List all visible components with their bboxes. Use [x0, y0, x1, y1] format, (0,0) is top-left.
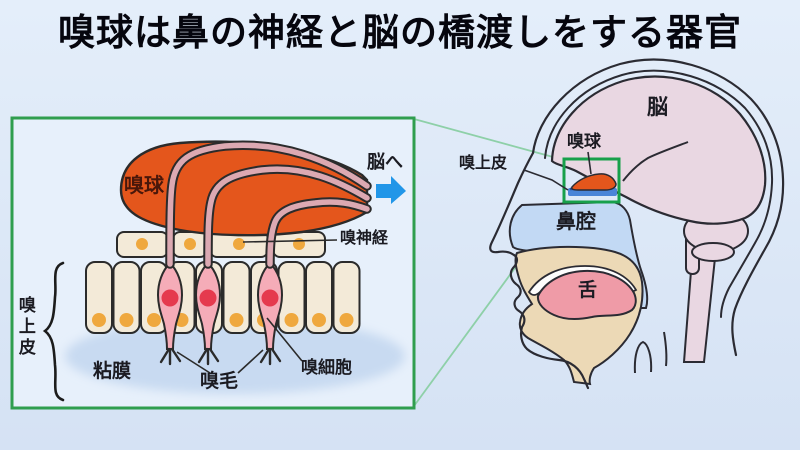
olfactory-epithelium-head-label: 嗅上皮	[459, 155, 508, 172]
cilia-pointer-lines	[176, 349, 264, 374]
olfactory-bulb-head-label: 嗅球	[567, 132, 601, 151]
olfactory-cell-label: 嗅細胞	[301, 358, 352, 377]
tongue-label: 舌	[578, 280, 598, 301]
head-outline	[531, 58, 785, 357]
cilia-icon	[159, 347, 282, 366]
brain-label: 脳	[647, 96, 668, 119]
mucosa-label: 粘膜	[93, 361, 132, 382]
brain-fold-line	[622, 141, 689, 182]
epithelium-brace	[42, 261, 65, 402]
axon-tube	[167, 142, 370, 267]
nasal-cavity-label: 鼻腔	[556, 211, 596, 233]
tongue-shape	[536, 269, 637, 321]
zoom-connector-line-top	[413, 118, 565, 161]
epithelium-pointer-line	[523, 169, 569, 191]
supporting-cell	[112, 261, 141, 334]
to-brain-arrow-icon	[376, 176, 406, 204]
olfactory-nerve-pointer-line	[242, 239, 338, 243]
larynx-line	[633, 340, 653, 374]
cell-nuclei	[161, 289, 279, 307]
to-brain-label: 脳へ	[367, 152, 403, 172]
highlight-box	[562, 157, 621, 204]
supporting-cell	[85, 261, 113, 334]
axon-tube	[267, 199, 370, 267]
page-title: 嗅球は鼻の神経と脳の橋渡しをする器官	[58, 12, 742, 53]
olfactory-epithelium-label: 嗅上皮	[15, 296, 35, 359]
olfactory-cilia-label: 嗅毛	[200, 371, 239, 392]
supporting-cell	[332, 261, 361, 334]
skull-inner-line	[544, 69, 774, 318]
receptor-cell-pointer-line	[266, 317, 303, 362]
supporting-cell	[305, 261, 333, 334]
olfactory-bulb-head-shape	[571, 173, 617, 191]
axon-tubes	[165, 140, 372, 269]
throat-line	[663, 331, 668, 367]
olfactory-nerve-label: 嗅神経	[340, 230, 389, 247]
cerebellum-lobe-shape	[691, 242, 735, 262]
face-profile-outline	[489, 151, 590, 390]
bulb-pointer-line	[587, 151, 592, 175]
mucus-layer	[65, 318, 405, 394]
axon-tube	[205, 166, 370, 267]
supporting-cell	[222, 261, 251, 334]
olfactory-bulb-label: 嗅球	[124, 175, 164, 197]
cell-dots	[92, 313, 354, 327]
